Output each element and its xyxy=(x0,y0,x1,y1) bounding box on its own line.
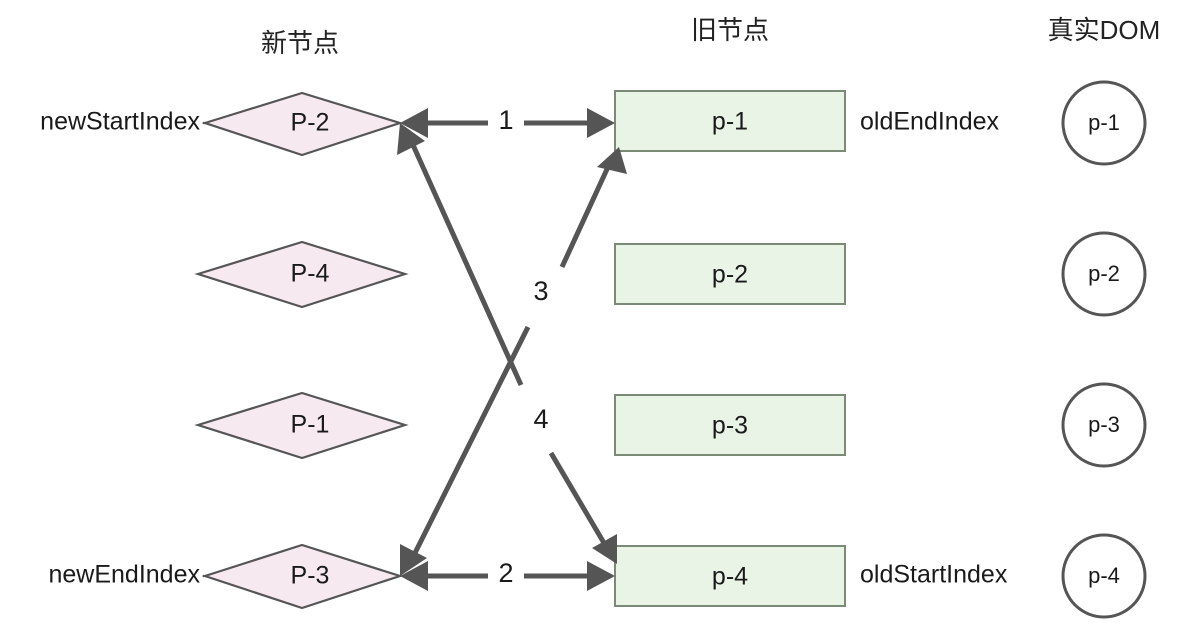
old-node-box-2[interactable]: p-3 xyxy=(614,394,846,456)
dom-node-circle-0[interactable]: p-1 xyxy=(1061,80,1147,166)
column-header-old-nodes: 旧节点 xyxy=(691,15,769,45)
edge-2-left-arrowhead xyxy=(400,561,428,591)
box-shape-p2 xyxy=(614,243,846,305)
pointer-label-new-start-index: newStartIndex xyxy=(40,108,200,136)
dom-node-circle-3[interactable]: p-4 xyxy=(1061,533,1147,619)
old-node-label-2: p-3 xyxy=(712,412,748,440)
old-node-box-3[interactable]: p-4 xyxy=(614,545,846,607)
edge-2-label: 2 xyxy=(498,558,513,588)
new-node-diamond-1[interactable]: P-4 xyxy=(194,240,409,309)
edge-2-right-arrowhead xyxy=(587,561,615,591)
pointer-label-old-start-index: oldStartIndex xyxy=(860,561,1008,589)
dom-node-circle-1[interactable]: p-2 xyxy=(1061,231,1147,317)
circle-shape-p3 xyxy=(1061,382,1147,468)
column-header-new-nodes: 新节点 xyxy=(261,28,339,58)
cross-edge-to-p2-arrowhead xyxy=(397,123,425,155)
circle-shape-p4 xyxy=(1061,533,1147,619)
edge-4-label: 4 xyxy=(533,404,548,434)
new-node-label-0: P-2 xyxy=(291,109,330,137)
new-node-diamond-3[interactable]: P-3 xyxy=(201,543,404,610)
old-node-box-0[interactable]: p-1 xyxy=(614,90,846,152)
circle-shape-p1 xyxy=(1061,80,1147,166)
circle-shape-p2 xyxy=(1061,231,1147,317)
edge-1-group: 1 xyxy=(400,105,615,138)
column-header-real-dom: 真实DOM xyxy=(1048,15,1161,45)
box-shape-p3 xyxy=(614,394,846,456)
cross-edge-to-p2 xyxy=(397,123,524,387)
diamond-shape-p4 xyxy=(194,240,409,309)
diamond-shape-p1 xyxy=(194,391,409,460)
new-node-diamond-2[interactable]: P-1 xyxy=(194,391,409,460)
edge-3-arrowhead xyxy=(597,147,627,174)
cross-edge-to-p2-segment xyxy=(410,143,524,387)
edge-2-group: 2 xyxy=(400,558,615,591)
edge-4-group: 4 xyxy=(533,404,617,564)
dom-node-label-1: p-2 xyxy=(1088,261,1120,286)
cross-edge-to-p3 xyxy=(400,325,531,576)
dom-node-label-2: p-3 xyxy=(1088,412,1120,437)
cross-edge-to-p3-segment xyxy=(411,325,531,557)
edge-4-segment xyxy=(548,451,607,545)
edge-3-segment xyxy=(559,165,611,269)
edge-1-right-arrowhead xyxy=(587,108,615,138)
edge-3-group: 3 xyxy=(533,147,627,306)
pointer-label-old-end-index: oldEndIndex xyxy=(860,108,1000,136)
new-node-label-1: P-4 xyxy=(291,260,330,288)
dom-node-circle-2[interactable]: p-3 xyxy=(1061,382,1147,468)
edge-4-arrowhead xyxy=(592,534,617,564)
old-node-box-1[interactable]: p-2 xyxy=(614,243,846,305)
edge-1-left-arrowhead xyxy=(400,108,428,138)
new-node-label-2: P-1 xyxy=(291,411,330,439)
new-node-label-3: P-3 xyxy=(291,562,330,590)
dom-node-label-0: p-1 xyxy=(1088,110,1120,135)
dom-node-label-3: p-4 xyxy=(1088,563,1120,588)
old-node-label-1: p-2 xyxy=(712,261,748,289)
new-node-diamond-0[interactable]: P-2 xyxy=(201,91,404,157)
edge-1-label: 1 xyxy=(498,105,513,135)
box-shape-p1 xyxy=(614,90,846,152)
edge-3-label: 3 xyxy=(533,276,548,306)
pointer-label-new-end-index: newEndIndex xyxy=(48,561,200,589)
cross-edge-to-p3-arrowhead xyxy=(400,544,427,576)
old-node-label-0: p-1 xyxy=(712,108,748,136)
old-node-label-3: p-4 xyxy=(712,563,748,591)
